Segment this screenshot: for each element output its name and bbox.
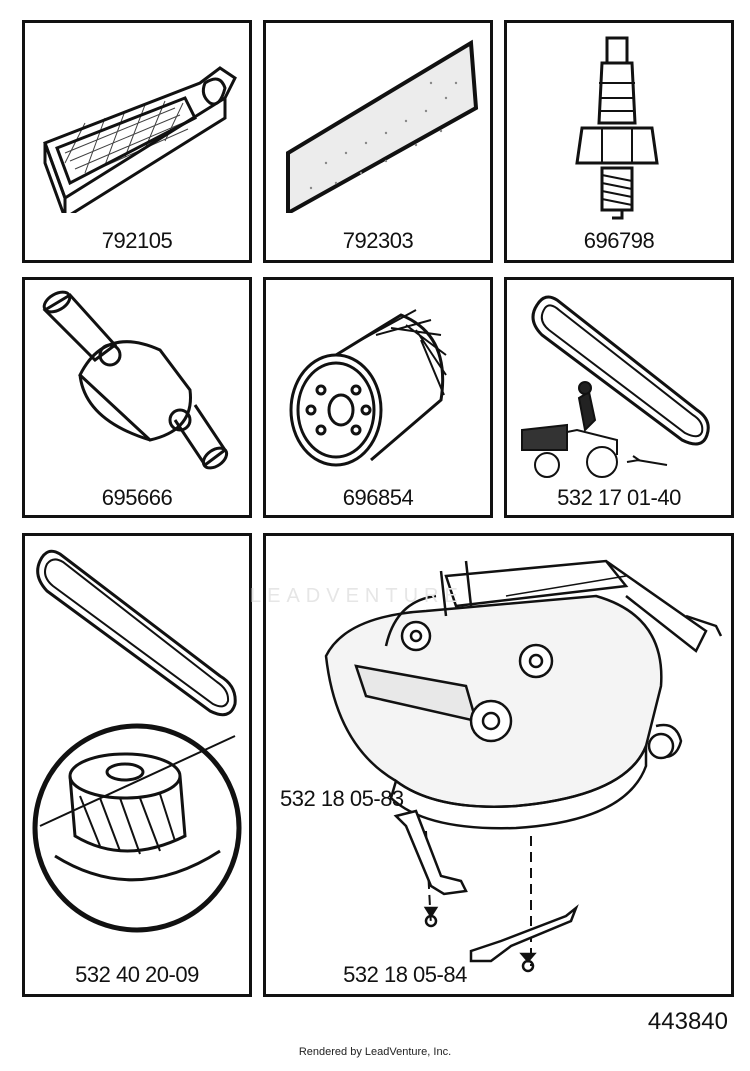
oil-filter-icon (289, 309, 447, 467)
part-panel-oil-filter[interactable]: 696854 (263, 277, 493, 518)
mower-deck-icon (324, 559, 723, 973)
part-number: 696798 (583, 228, 655, 253)
part-panel-pre-filter[interactable]: 792303 (263, 20, 493, 263)
part-number: 695666 (101, 485, 173, 510)
part-panel-deck-belt-pulley[interactable]: 532 40 20-09 (22, 533, 252, 997)
part-number: 532 17 01-40 (557, 485, 681, 510)
part-number-blade-left: 532 18 05-83 (280, 786, 404, 811)
part-panel-drive-belt[interactable]: 532 17 01-40 (504, 277, 734, 518)
footer-credit: Rendered by LeadVenture, Inc. (298, 1046, 452, 1058)
spark-plug-icon (575, 36, 659, 220)
fuel-filter-icon (42, 290, 229, 470)
blade-left-icon (393, 809, 468, 928)
part-panel-air-filter[interactable]: 792105 (22, 20, 252, 263)
drive-belt-icon (521, 295, 710, 478)
part-number: 696854 (342, 485, 414, 510)
part-number: 532 40 20-09 (75, 962, 199, 987)
document-number: 443840 (647, 1008, 728, 1035)
part-panel-spark-plug[interactable]: 696798 (504, 20, 734, 263)
tractor-icon (521, 381, 668, 478)
part-panel-mower-deck[interactable]: 532 18 05-83 532 18 05-84 (263, 533, 734, 997)
air-filter-icon (43, 66, 237, 213)
part-number: 792105 (101, 228, 173, 253)
pre-filter-icon (286, 39, 479, 213)
part-panel-fuel-filter[interactable]: 695666 (22, 277, 252, 518)
deck-belt-pulley-icon (32, 549, 242, 933)
watermark: LEADVENTURE (250, 585, 464, 607)
part-number: 792303 (342, 228, 414, 253)
blade-right-icon (469, 904, 579, 973)
part-number-blade-right: 532 18 05-84 (343, 962, 467, 987)
